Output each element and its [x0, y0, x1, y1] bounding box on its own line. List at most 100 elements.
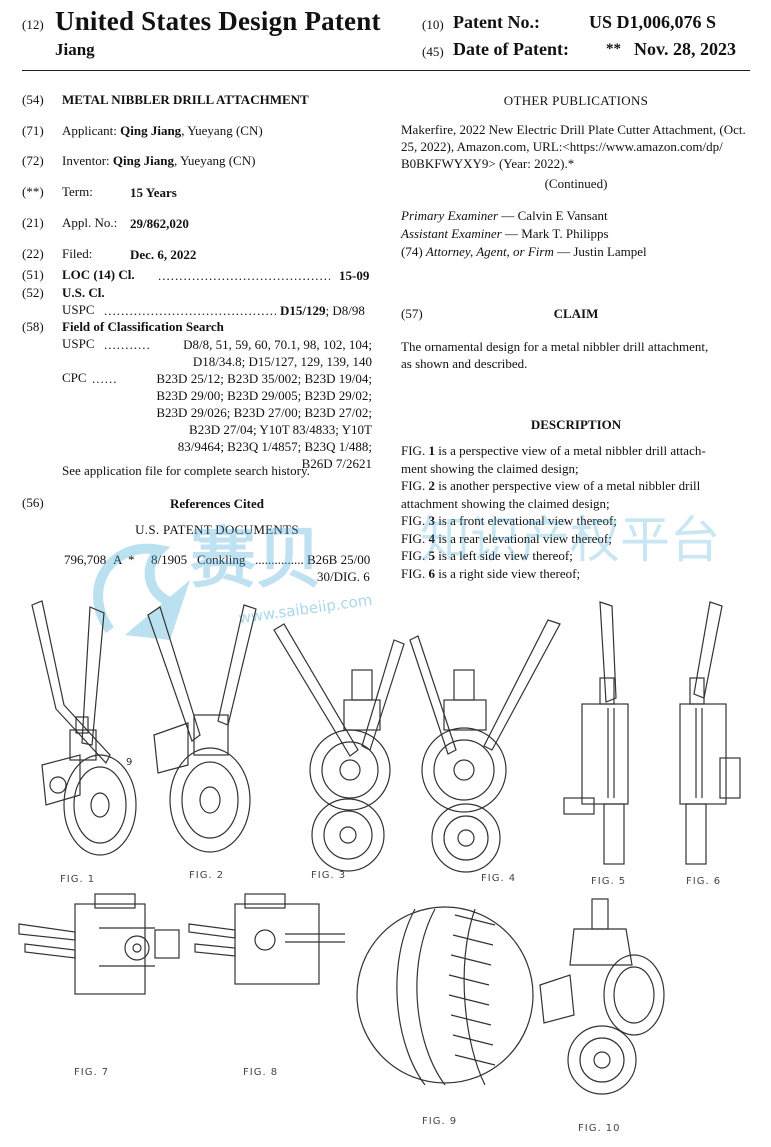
claim-code: (57)	[401, 306, 423, 321]
figure-10-drawing	[539, 898, 665, 1095]
figure-3-drawing	[273, 623, 405, 872]
description-line: FIG. 6 is a right side view thereof;	[401, 565, 580, 582]
description-title: DESCRIPTION	[530, 417, 622, 432]
filed-label: Filed:	[62, 246, 93, 261]
description-text: is a right side view thereof;	[434, 565, 581, 581]
uspc-main-class: D15/129	[280, 303, 326, 318]
references-title: References Cited	[170, 496, 264, 511]
field-cpc-line-4: B23D 27/04; Y10T 83/4833; Y10T	[189, 422, 372, 437]
claim-line-1: The ornamental design for a metal nibble…	[401, 339, 709, 354]
field-label: Field of Classification Search	[62, 319, 224, 334]
inventor-name: Qing Jiang	[112, 153, 174, 168]
description-fig-prefix: FIG.	[401, 530, 429, 546]
appl-label: Appl. No.:	[62, 215, 118, 230]
description-text: is a perspective view of a metal nibbler…	[434, 443, 706, 458]
description-line: ment showing the claimed design;	[401, 460, 579, 477]
primary-examiner-label: Primary Examiner	[401, 208, 499, 223]
description-line: FIG. 3 is a front elevational view there…	[401, 512, 617, 529]
patent-number: US D1,006,076 S	[589, 12, 717, 32]
applicant-label: Applicant:	[62, 123, 117, 138]
fig-3-label: FIG. 3	[311, 870, 347, 881]
description-line: FIG. 5 is a left side view thereof;	[401, 547, 573, 564]
refs-code: (56)	[22, 495, 44, 510]
code-45: (45)	[422, 44, 444, 59]
assistant-examiner-label: Assistant Examiner	[401, 226, 502, 241]
fig-1-label: FIG. 1	[60, 874, 96, 885]
uscl-label: U.S. Cl.	[62, 285, 105, 300]
inventor-short: Jiang	[55, 40, 95, 59]
ref-star: *	[128, 552, 135, 567]
applicant-code: (71)	[22, 123, 44, 138]
figure-9-drawing	[356, 906, 534, 1086]
patent-date: Nov. 28, 2023	[634, 39, 737, 59]
other-pub-line-3: B0BKFWYXY9> (Year: 2022).*	[401, 156, 575, 171]
field-cpc-line-6: B26D 7/2621	[301, 456, 372, 471]
description-fig-number: 4	[428, 530, 435, 546]
field-cpc-line-5: 83/9464; B23Q 1/4857; B23Q 1/488;	[177, 439, 372, 454]
description-fig-prefix: FIG.	[401, 443, 429, 458]
description-fig-prefix: FIG.	[401, 565, 429, 581]
ref-name: Conkling	[197, 552, 246, 567]
header-rule	[22, 70, 750, 71]
uspc-extra-class: ; D8/98	[325, 303, 365, 318]
fig-6-label: FIG. 6	[686, 876, 722, 887]
description-fig-prefix: FIG.	[401, 548, 429, 563]
other-pub-line-1: Makerfire, 2022 New Electric Drill Plate…	[401, 122, 746, 137]
figure-8-drawing	[188, 893, 345, 985]
applicant-name: Qing Jiang	[120, 123, 182, 138]
field-uspc-label: USPC	[62, 336, 95, 351]
ref-number: 796,708	[64, 552, 107, 567]
attorney-name: — Justin Lampel	[553, 244, 647, 259]
description-text: ment showing the claimed design;	[401, 460, 579, 476]
patent-number-label: Patent No.:	[453, 12, 540, 32]
description-fig-number: 6	[428, 565, 435, 581]
see-application-file: See application file for complete search…	[62, 463, 310, 478]
continued-note: (Continued)	[544, 176, 608, 191]
figure-4-drawing	[409, 619, 561, 873]
description-text: is another perspective view of a metal n…	[434, 478, 701, 493]
description-text: attachment showing the claimed design;	[401, 495, 610, 511]
attorney-code: (74)	[401, 244, 423, 259]
fig-7-label: FIG. 7	[74, 1067, 110, 1078]
loc-label: LOC (14) Cl.	[62, 267, 135, 282]
field-uspc-line-1: D8/8, 51, 59, 60, 70.1, 98, 102, 104;	[183, 337, 372, 352]
figure-5-drawing	[563, 601, 629, 865]
figure-7-drawing	[18, 893, 180, 995]
document-type: United States Design Patent	[55, 6, 381, 36]
field-uspc-dots: ...........	[104, 337, 151, 352]
ref-dots: ...............	[255, 552, 304, 567]
loc-code: (51)	[22, 267, 44, 282]
description-text: is a left side view thereof;	[434, 548, 573, 563]
field-cpc-line-3: B23D 29/026; B23D 27/00; B23D 27/02;	[156, 405, 372, 420]
fig-2-label: FIG. 2	[189, 870, 225, 881]
ref-date: 8/1905	[151, 552, 188, 567]
description-text: is a front elevational view thereof;	[434, 513, 617, 528]
date-label: Date of Patent:	[453, 39, 569, 59]
fig-10-label: FIG. 10	[578, 1123, 621, 1134]
description-fig-number: 5	[428, 548, 435, 563]
attorney-line: (74) Attorney, Agent, or Firm — Justin L…	[401, 243, 647, 260]
us-patent-docs-title: U.S. PATENT DOCUMENTS	[135, 522, 299, 537]
description-fig-number: 2	[428, 478, 435, 493]
description-line: FIG. 2 is another perspective view of a …	[401, 477, 700, 494]
callout-9: 9	[126, 757, 133, 768]
code-10: (10)	[422, 17, 444, 32]
code-12: (12)	[22, 17, 44, 32]
description-line: attachment showing the claimed design;	[401, 495, 610, 512]
ref-class-1: B26B 25/00	[307, 552, 371, 567]
fig-9-label: FIG. 9	[422, 1116, 458, 1127]
fig-8-label: FIG. 8	[243, 1067, 279, 1078]
inventor-label: Inventor:	[62, 153, 110, 168]
appl-code: (21)	[22, 215, 44, 230]
appl-number: 29/862,020	[130, 216, 189, 231]
field-code: (58)	[22, 319, 44, 334]
uspc-value: D15/129; D8/98	[280, 302, 365, 319]
inventor-line: Inventor: Qing Jiang, Yueyang (CN)	[62, 153, 255, 169]
other-pub-line-2: 25, 2022), Amazon.com, URL:<https://www.…	[401, 139, 723, 154]
description-fig-prefix: FIG.	[401, 478, 429, 493]
ref-class-2: 30/DIG. 6	[317, 569, 370, 584]
description-fig-number: 3	[428, 513, 435, 528]
figure-2-drawing	[147, 604, 257, 853]
patent-title: METAL NIBBLER DRILL ATTACHMENT	[62, 92, 309, 107]
fig-5-label: FIG. 5	[591, 876, 627, 887]
